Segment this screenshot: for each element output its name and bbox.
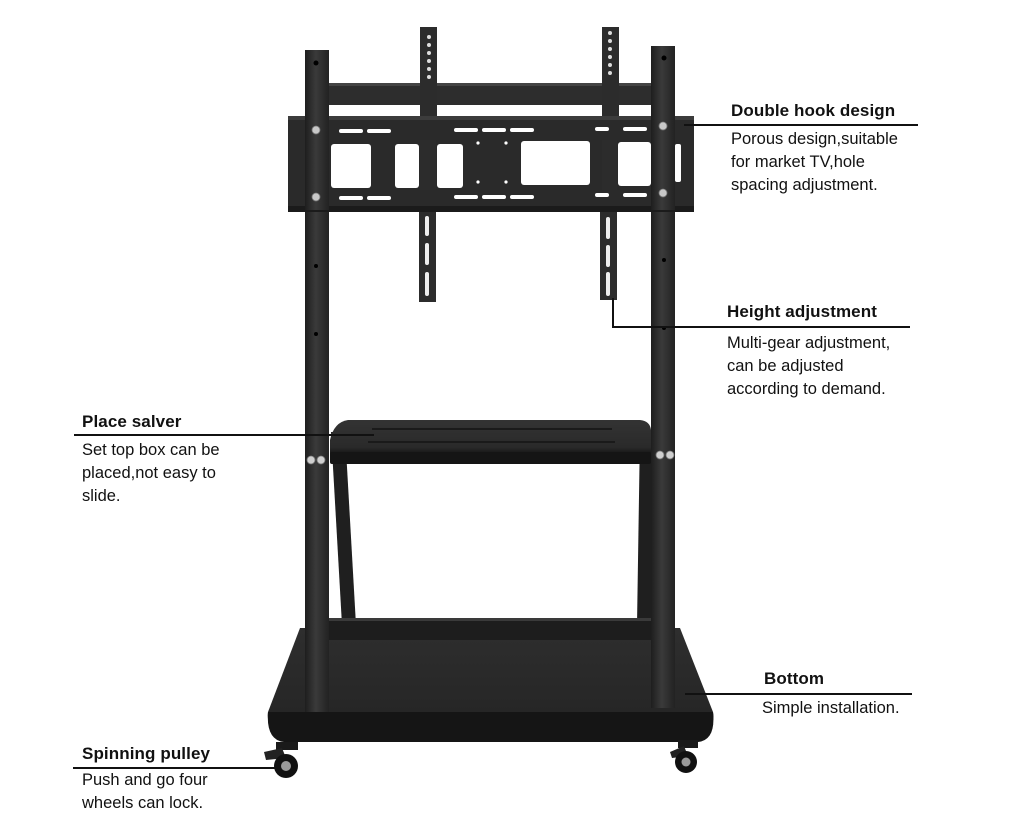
callout-title: Double hook design	[731, 101, 896, 120]
leader-line-spinning-pulley	[73, 767, 277, 769]
mount-arm-left	[419, 27, 437, 302]
salver-tray	[306, 420, 675, 465]
leader-line-double-hook	[684, 124, 918, 126]
callout-description: Set top box can be placed,not easy to sl…	[82, 441, 220, 505]
callout-place-salver: Place salver Set top box can be placed,n…	[82, 412, 220, 508]
callout-bottom: Bottom Simple installation.	[762, 669, 900, 720]
caster-right	[670, 740, 698, 773]
callout-spinning-pulley: Spinning pulley Push and go four wheels …	[82, 744, 210, 815]
leader-line-bottom	[685, 693, 912, 695]
callout-title: Height adjustment	[727, 302, 877, 321]
callout-title: Place salver	[82, 412, 182, 431]
leader-line-height-adjustment	[612, 326, 910, 328]
base-plate	[267, 628, 714, 742]
wall-bracket	[288, 116, 694, 212]
callout-description: Porous design,suitable for market TV,hol…	[731, 130, 898, 194]
caster-left	[264, 742, 298, 778]
callout-height-adjustment: Height adjustment Multi-gear adjustment,…	[727, 302, 890, 401]
callout-title: Spinning pulley	[82, 744, 211, 763]
leader-line-height-vertical	[612, 298, 614, 327]
callout-title: Bottom	[764, 669, 825, 688]
callout-description: Push and go four wheels can lock.	[82, 771, 208, 812]
callout-double-hook: Double hook design Porous design,suitabl…	[731, 101, 898, 197]
callout-description: Simple installation.	[762, 699, 900, 717]
mount-arm-right	[600, 27, 619, 300]
callout-description: Multi-gear adjustment, can be adjusted a…	[727, 334, 891, 398]
leader-line-place-salver	[74, 434, 374, 436]
